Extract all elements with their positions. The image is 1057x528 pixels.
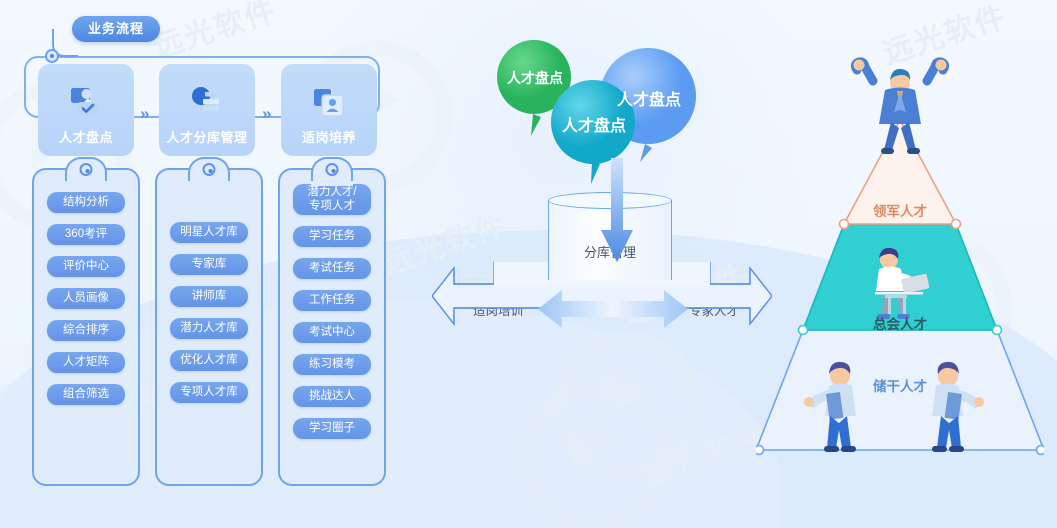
pyramid-label-top: 领军人才 (873, 204, 927, 219)
list-item[interactable]: 360考评 (47, 224, 125, 245)
column-notch-dot (325, 163, 339, 176)
watermark-logo-icon (520, 380, 672, 528)
flow-column-database: 明星人才库 专家库 讲师库 潜力人才库 优化人才库 专项人才库 (155, 157, 263, 486)
flow-column-training: 潜力人才/ 专项人才 学习任务 考试任务 工作任务 考试中心 练习模考 挑战达人… (278, 157, 386, 486)
balloon-green (497, 40, 571, 136)
person-reserve-right-illustration (932, 361, 984, 452)
column-notch-dot (79, 163, 93, 176)
list-item[interactable]: 结构分析 (47, 192, 125, 213)
person-leader-illustration (850, 57, 950, 154)
list-item[interactable]: 讲师库 (170, 286, 248, 307)
pyramid-label-middle: 总会人才 (873, 317, 927, 332)
flow-chevron-icon: » (140, 104, 150, 123)
pyramid-label-base: 储干人才 (873, 379, 927, 394)
talent-review-icon (71, 88, 98, 115)
column-notch (65, 157, 107, 186)
pill-list: 潜力人才/ 专项人才 学习任务 考试任务 工作任务 考试中心 练习模考 挑战达人… (280, 170, 384, 462)
down-arrow-icon (601, 158, 633, 262)
person-expert-illustration (875, 247, 930, 319)
person-reserve-left-illustration (804, 361, 856, 452)
talent-pyramid (756, 120, 1044, 456)
database-icon (192, 87, 219, 111)
list-item[interactable]: 专家库 (170, 254, 248, 275)
pyramid-node (1035, 444, 1044, 456)
list-item[interactable]: 评价中心 (47, 256, 125, 277)
list-item[interactable]: 优化人才库 (170, 350, 248, 371)
stage-card-label: 人才盘点 (58, 130, 113, 145)
flow-chevron-icon: » (262, 104, 272, 123)
stage-card-database[interactable]: 人才分库管理 (159, 64, 255, 156)
flow-badge: 业务流程 (72, 16, 161, 42)
pill-list: 结构分析 360考评 评价中心 人员画像 综合排序 人才矩阵 组合筛选 (34, 170, 138, 428)
list-item[interactable]: 潜力人才/ 专项人才 (293, 184, 371, 215)
pyramid-node (991, 324, 1003, 336)
pyramid-node (838, 218, 850, 230)
pyramid-node (950, 218, 962, 230)
pyramid-node (756, 444, 765, 456)
badge-connector (52, 29, 78, 57)
badge-connector-dot (45, 49, 59, 63)
list-item[interactable]: 考试中心 (293, 322, 371, 343)
training-icon (314, 89, 344, 117)
list-item[interactable]: 人才矩阵 (47, 352, 125, 373)
balloon-cyan (551, 80, 635, 184)
stage-card-label: 适岗培养 (301, 130, 356, 145)
pill-list: 明星人才库 专家库 讲师库 潜力人才库 优化人才库 专项人才库 (157, 170, 261, 426)
stage-card-training[interactable]: 适岗培养 (281, 64, 377, 156)
column-notch-dot (202, 163, 216, 176)
list-item[interactable]: 人员画像 (47, 288, 125, 309)
list-item[interactable]: 学习圈子 (293, 418, 371, 439)
list-item[interactable]: 潜力人才库 (170, 318, 248, 339)
list-item[interactable]: 专项人才库 (170, 382, 248, 403)
column-notch (311, 157, 353, 186)
bidirectional-arrow-icon (538, 290, 688, 328)
pyramid-node (797, 324, 809, 336)
stage-card-label: 人才分库管理 (166, 130, 248, 145)
stage-card-talent-review[interactable]: 人才盘点 (38, 64, 134, 156)
list-item[interactable]: 练习模考 (293, 354, 371, 375)
pyramid-tier-top (842, 120, 958, 225)
balloon-group (497, 40, 696, 184)
list-item[interactable]: 挑战达人 (293, 386, 371, 407)
flow-column-talent-review: 结构分析 360考评 评价中心 人员画像 综合排序 人才矩阵 组合筛选 (32, 157, 140, 486)
list-item[interactable]: 考试任务 (293, 258, 371, 279)
list-item[interactable]: 明星人才库 (170, 222, 248, 243)
list-item[interactable]: 工作任务 (293, 290, 371, 311)
list-item[interactable]: 综合排序 (47, 320, 125, 341)
list-item[interactable]: 组合筛选 (47, 384, 125, 405)
cylinder-top (548, 192, 672, 209)
list-item[interactable]: 学习任务 (293, 226, 371, 247)
